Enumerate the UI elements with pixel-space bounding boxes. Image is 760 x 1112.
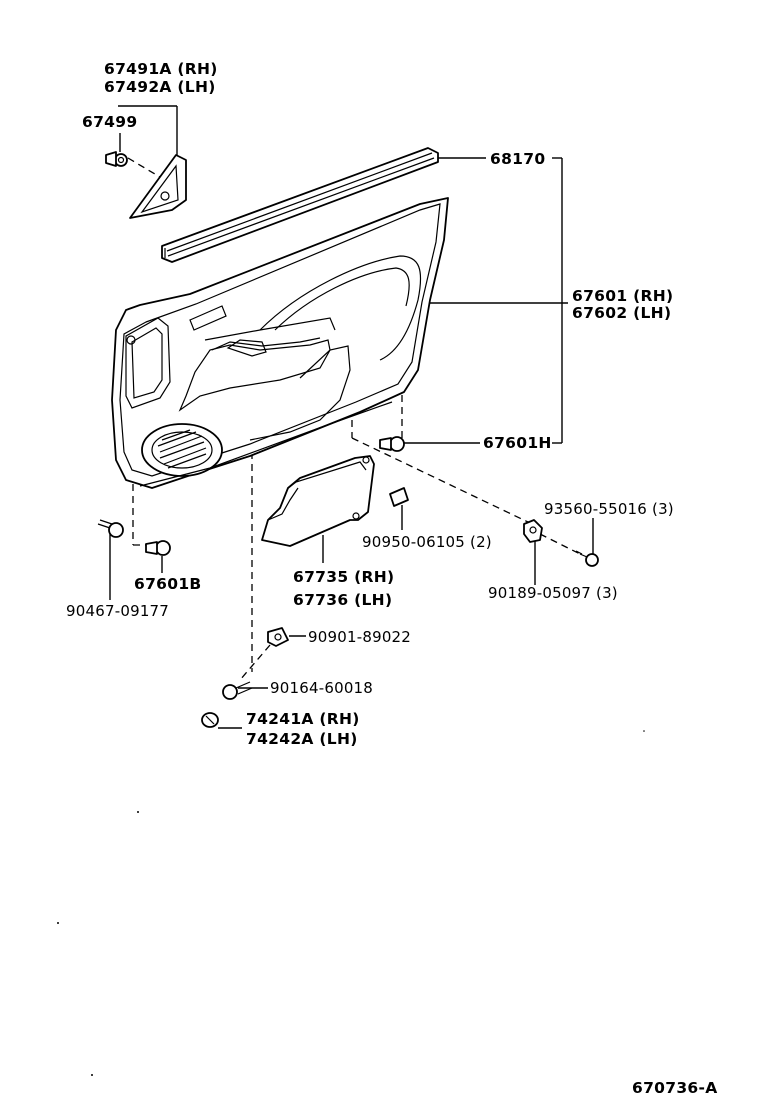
weatherstrip-part [161,147,439,263]
label-67601B: 67601B [134,575,202,593]
label-68170: 68170 [490,150,545,168]
part-labels: 67491A (RH) 67492A (LH) 67499 68170 6760… [66,60,718,1097]
label-74241A: 74241A (RH) [246,710,360,728]
figure-code: 670736-A [632,1079,718,1097]
label-90164: 90164-60018 [270,679,373,697]
label-67602: 67602 (LH) [572,304,671,322]
label-67735: 67735 (RH) [293,568,394,586]
clip-90189-part [523,519,543,543]
scan-specks [57,730,645,1076]
armrest-base-part [261,455,375,547]
cushion-pad-part [389,487,409,507]
label-67736: 67736 (LH) [293,591,392,609]
label-90901: 90901-89022 [308,628,411,646]
label-90467: 90467-09177 [66,602,169,620]
clip-67499-part [105,151,128,167]
clip-67601H-part [379,436,405,452]
door-trim-panel-part [111,197,449,489]
label-67491A: 67491A (RH) [104,60,218,78]
cover-cap-74241A-part [201,712,219,728]
screw-93560-part [575,550,599,567]
label-90189: 90189-05097 (3) [488,584,618,602]
label-67601: 67601 (RH) [572,287,673,305]
clip-67601B-part [145,540,171,556]
nut-90901-part [267,627,289,647]
leader-lines [109,105,594,729]
corner-garnish-part [129,154,187,219]
label-67601H: 67601H [483,434,552,452]
screw-90467-part [97,519,124,538]
label-90950: 90950-06105 (2) [362,533,492,551]
label-93560: 93560-55016 (3) [544,500,674,518]
screw-90164-part [222,681,253,700]
label-74242A: 74242A (LH) [246,730,358,748]
label-67499: 67499 [82,113,137,131]
label-67492A: 67492A (LH) [104,78,216,96]
